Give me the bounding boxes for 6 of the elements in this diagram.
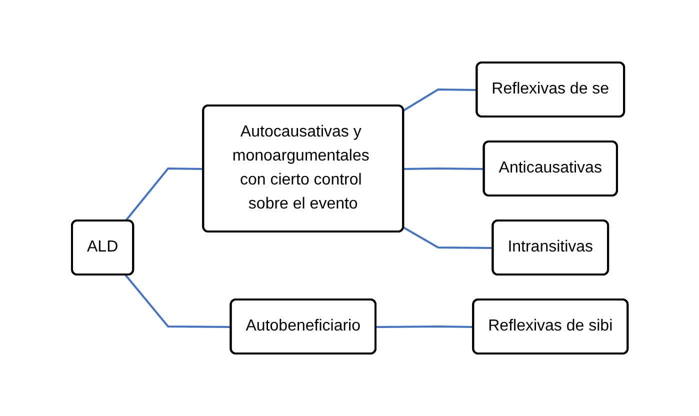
connector xyxy=(403,168,484,170)
connector xyxy=(124,274,231,328)
connector xyxy=(376,326,474,328)
connector xyxy=(402,226,493,249)
connector xyxy=(124,168,204,222)
connector xyxy=(402,88,477,112)
